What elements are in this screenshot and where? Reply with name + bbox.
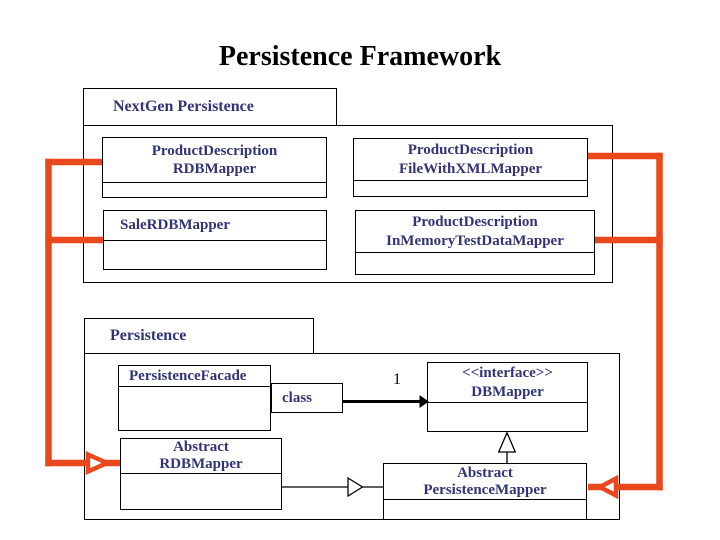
- class-name-line: FileWithXMLMapper: [398, 160, 543, 177]
- class-box-productdescription-inmemorytestdatamapper: ProductDescription InMemoryTestDataMappe…: [355, 210, 595, 275]
- package-tab-persistence: Persistence: [84, 318, 314, 354]
- class-empty-compartment: [356, 253, 594, 274]
- package-name-persistence: Persistence: [110, 327, 187, 344]
- association-qualifier-class: class: [271, 383, 343, 413]
- page-title: Persistence Framework: [218, 41, 502, 72]
- class-empty-compartment: [354, 181, 587, 196]
- class-name-line: Abstract: [457, 464, 513, 481]
- class-empty-compartment: [121, 474, 281, 509]
- class-name: ProductDescription FileWithXMLMapper: [354, 139, 587, 181]
- class-name: Abstract PersistenceMapper: [384, 464, 586, 500]
- multiplicity-label: 1: [393, 371, 401, 388]
- class-name: Abstract RDBMapper: [121, 439, 281, 474]
- class-box-productdescription-filewithxmlmapper: ProductDescription FileWithXMLMapper: [353, 138, 588, 197]
- interface-stereotype: <<interface>>: [462, 365, 553, 382]
- class-empty-compartment: [384, 500, 586, 519]
- class-box-dbmapper-interface: <<interface>> DBMapper: [427, 362, 588, 432]
- class-name: ProductDescription InMemoryTestDataMappe…: [356, 211, 594, 253]
- class-name-line: PersistenceMapper: [423, 481, 547, 498]
- class-name-line: Abstract: [173, 439, 229, 456]
- class-box-abstract-persistencemapper: Abstract PersistenceMapper: [383, 463, 587, 520]
- qualifier-label: class: [282, 389, 312, 406]
- class-name: ProductDescription RDBMapper: [103, 138, 326, 183]
- class-name: <<interface>> DBMapper: [428, 363, 587, 403]
- class-name-line: RDBMapper: [172, 161, 257, 177]
- class-name-line: ProductDescription: [412, 214, 538, 231]
- class-name-line: SaleRDBMapper: [120, 217, 230, 234]
- class-empty-compartment: [119, 387, 270, 430]
- class-name-line: InMemoryTestDataMapper: [386, 232, 564, 249]
- class-name-line: PersistenceFacade: [129, 367, 247, 384]
- class-name-line: ProductDescription: [151, 142, 278, 159]
- class-empty-compartment: [428, 403, 587, 431]
- class-box-persistencefacade: PersistenceFacade: [118, 365, 271, 431]
- class-box-productdescription-rdbmapper: ProductDescription RDBMapper: [102, 137, 327, 198]
- class-box-abstract-rdbmapper: Abstract RDBMapper: [120, 438, 282, 510]
- class-empty-compartment: [103, 183, 326, 197]
- class-box-salerdbmapper: SaleRDBMapper: [103, 210, 327, 270]
- class-name: PersistenceFacade: [119, 366, 270, 387]
- class-empty-compartment: [104, 241, 326, 269]
- class-name-line: ProductDescription: [407, 142, 534, 159]
- class-name-line: DBMapper: [471, 383, 544, 400]
- package-tab-nextgen-persistence: NextGen Persistence: [83, 88, 337, 126]
- package-name-nextgen: NextGen Persistence: [113, 98, 254, 115]
- class-name-line: RDBMapper: [159, 456, 243, 472]
- class-name: SaleRDBMapper: [104, 211, 326, 241]
